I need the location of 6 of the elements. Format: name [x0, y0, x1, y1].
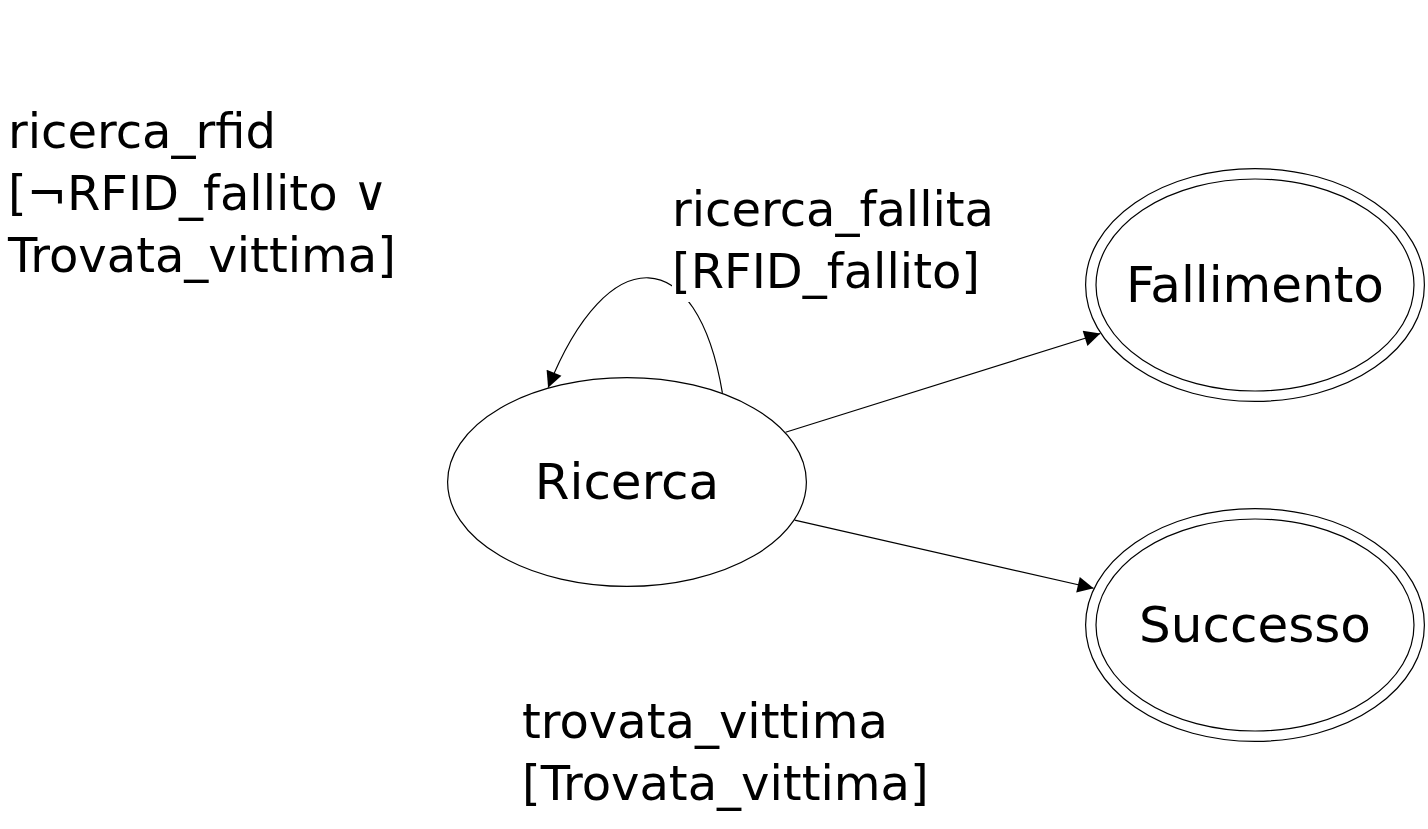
state-name: Ricerca — [534, 457, 720, 507]
state-name: Fallimento — [1126, 260, 1384, 310]
state-name: Successo — [1139, 600, 1371, 650]
arrow — [784, 330, 1101, 433]
arrow — [547, 277, 723, 394]
arrow — [794, 519, 1095, 593]
